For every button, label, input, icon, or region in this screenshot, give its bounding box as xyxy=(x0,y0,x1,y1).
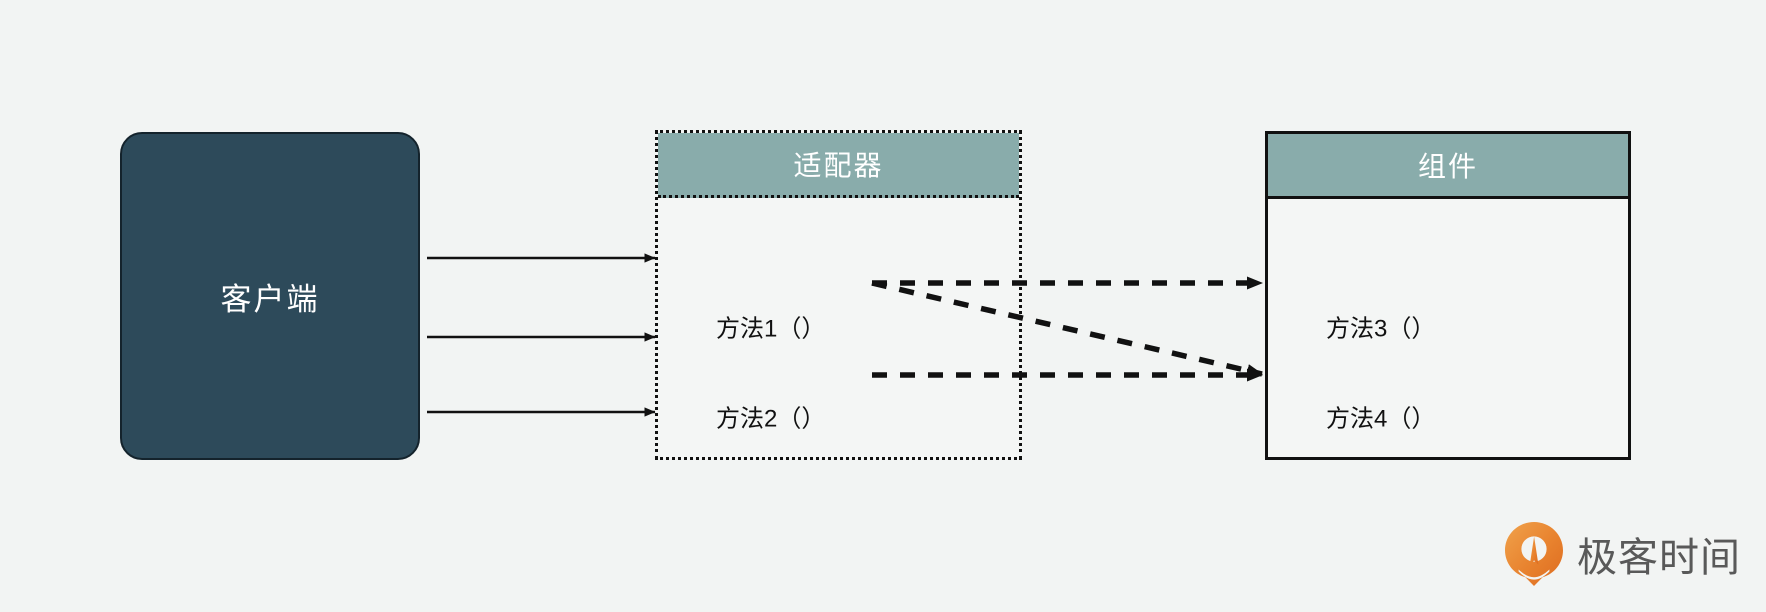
brand-name: 极客时间 xyxy=(1577,535,1741,581)
component-body: 方法3（） 方法4（） xyxy=(1268,199,1628,457)
adapter-box: 适配器 方法1（） 方法2（） xyxy=(655,130,1022,460)
adapter-method-2: 方法2（） xyxy=(716,405,826,433)
adapter-title: 适配器 xyxy=(793,150,884,181)
client-box: 客户端 xyxy=(120,132,420,460)
adapter-header: 适配器 xyxy=(658,133,1019,198)
component-header: 组件 xyxy=(1268,134,1628,199)
component-method-3: 方法3（） xyxy=(1326,315,1436,343)
adapter-body: 方法1（） 方法2（） xyxy=(658,198,1019,457)
component-title: 组件 xyxy=(1417,151,1478,182)
geektime-logo-icon xyxy=(1505,522,1563,586)
component-box: 组件 方法3（） 方法4（） xyxy=(1265,131,1631,460)
component-method-4: 方法4（） xyxy=(1326,405,1436,433)
adapter-method-1: 方法1（） xyxy=(716,315,826,343)
brand-watermark: 极客时间 xyxy=(1505,522,1741,586)
connector-method1-method4 xyxy=(871,280,1263,377)
client-label: 客户端 xyxy=(220,281,320,317)
